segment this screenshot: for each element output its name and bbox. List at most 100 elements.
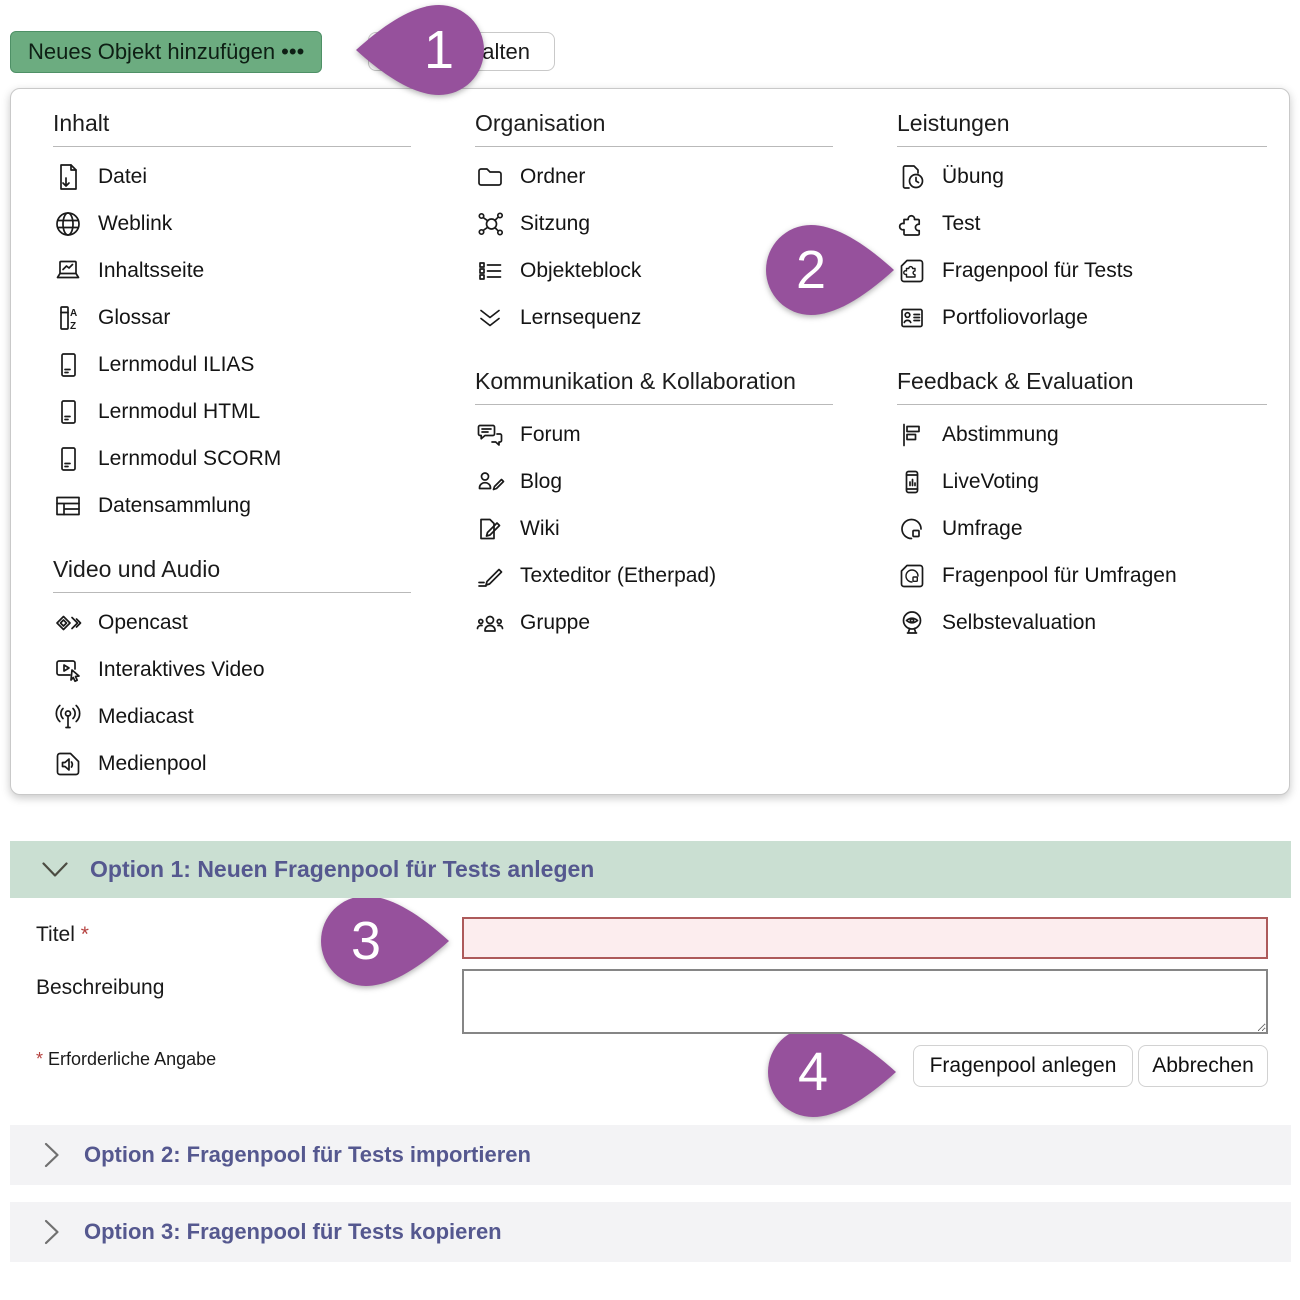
titel-input[interactable] [462, 917, 1268, 959]
menu-item-lernsequenz[interactable]: Lernsequenz [475, 294, 833, 341]
section-title-kommunikation: Kommunikation & Kollaboration [475, 368, 796, 394]
menu-item-umfrage[interactable]: Umfrage [897, 505, 1267, 552]
option1-accordion-header[interactable]: Option 1: Neuen Fragenpool für Tests anl… [10, 841, 1291, 898]
option2-title: Option 2: Fragenpool für Tests importier… [84, 1142, 531, 1167]
menu-item-wiki[interactable]: Wiki [475, 505, 833, 552]
forum-icon [475, 420, 505, 450]
fragenpool-anlegen-button[interactable]: Fragenpool anlegen [913, 1045, 1133, 1087]
option1-title: Option 1: Neuen Fragenpool für Tests anl… [90, 856, 595, 882]
lernsequenz-icon [475, 303, 505, 333]
menu-item-test[interactable]: Test [897, 200, 1267, 247]
datei-icon [53, 162, 83, 192]
lernmodul-html-icon [53, 397, 83, 427]
fragenpool-tests-icon [897, 256, 927, 286]
menu-item-datensammlung[interactable]: Datensammlung [53, 482, 411, 529]
fragenpool-umfragen-icon [897, 561, 927, 591]
menu-item-datei[interactable]: Datei [53, 153, 411, 200]
add-new-object-button[interactable]: Neues Objekt hinzufügen ••• [10, 31, 323, 73]
menu-item-lernmodul-html[interactable]: Lernmodul HTML [53, 388, 411, 435]
menu-item-weblink[interactable]: Weblink [53, 200, 411, 247]
required-asterisk: * [36, 1049, 44, 1069]
svg-text:3: 3 [351, 911, 381, 971]
abstimmung-icon [897, 420, 927, 450]
option2-accordion-header[interactable]: Option 2: Fragenpool für Tests importier… [10, 1125, 1291, 1185]
wiki-icon [475, 514, 505, 544]
svg-text:Z: Z [70, 321, 76, 332]
divider [475, 404, 833, 405]
section-title-organisation: Organisation [475, 110, 606, 136]
menu-item-fragenpool-tests[interactable]: Fragenpool für Tests [897, 247, 1267, 294]
portfoliovorlage-icon [897, 303, 927, 333]
menu-item-mediacast[interactable]: Mediacast [53, 693, 411, 740]
divider [53, 592, 411, 593]
menu-item-interaktives-video[interactable]: Interaktives Video [53, 646, 411, 693]
section-title-video-audio: Video und Audio [53, 556, 221, 582]
chevron-right-icon [44, 1142, 60, 1168]
menu-item-forum[interactable]: Forum [475, 411, 833, 458]
abbrechen-button[interactable]: Abbrechen [1138, 1045, 1268, 1087]
beschreibung-label: Beschreibung [36, 976, 165, 999]
divider [897, 146, 1267, 147]
objekteblock-icon [475, 256, 505, 286]
uebung-icon [897, 162, 927, 192]
svg-text:1: 1 [424, 20, 454, 80]
menu-item-gruppe[interactable]: Gruppe [475, 599, 833, 646]
menu-item-opencast[interactable]: Opencast [53, 599, 411, 646]
callout-marker-4: 4 [767, 1026, 899, 1118]
menu-item-medienpool[interactable]: Medienpool [53, 740, 411, 787]
option3-title: Option 3: Fragenpool für Tests kopieren [84, 1219, 502, 1244]
ordner-icon [475, 162, 505, 192]
interaktives-video-icon [53, 655, 83, 685]
lernmodul-ilias-icon [53, 350, 83, 380]
divider [53, 146, 411, 147]
sitzung-icon [475, 209, 505, 239]
opencast-icon [53, 608, 83, 638]
divider [475, 146, 833, 147]
menu-item-portfoliovorlage[interactable]: Portfoliovorlage [897, 294, 1267, 341]
menu-item-lernmodul-scorm[interactable]: Lernmodul SCORM [53, 435, 411, 482]
menu-column-organisation: Organisation Ordner Sitzung Objekteblock… [475, 107, 833, 787]
beschreibung-textarea[interactable] [462, 969, 1268, 1034]
menu-item-texteditor[interactable]: Texteditor (Etherpad) [475, 552, 833, 599]
section-title-inhalt: Inhalt [53, 110, 110, 136]
callout-marker-3: 3 [320, 895, 452, 987]
required-note: * Erforderliche Angabe [36, 1049, 217, 1069]
test-icon [897, 209, 927, 239]
menu-item-ordner[interactable]: Ordner [475, 153, 833, 200]
svg-text:4: 4 [798, 1042, 828, 1102]
weblink-icon [53, 209, 83, 239]
required-asterisk: * [80, 923, 89, 946]
divider [897, 404, 1267, 405]
menu-item-selbstevaluation[interactable]: Selbstevaluation [897, 599, 1267, 646]
lernmodul-scorm-icon [53, 444, 83, 474]
livevoting-icon [897, 467, 927, 497]
svg-text:A: A [70, 308, 77, 319]
gruppe-icon [475, 608, 505, 638]
section-title-feedback: Feedback & Evaluation [897, 368, 1134, 394]
inhaltsseite-icon [53, 256, 83, 286]
selbstevaluation-icon [897, 608, 927, 638]
mediacast-icon [53, 702, 83, 732]
menu-item-sitzung[interactable]: Sitzung [475, 200, 833, 247]
menu-item-lernmodul-ilias[interactable]: Lernmodul ILIAS [53, 341, 411, 388]
callout-marker-2: 2 [765, 224, 897, 316]
blog-icon [475, 467, 505, 497]
section-title-leistungen: Leistungen [897, 110, 1010, 136]
chevron-down-icon [42, 861, 68, 878]
menu-item-livevoting[interactable]: LiveVoting [897, 458, 1267, 505]
texteditor-icon [475, 561, 505, 591]
menu-column-leistungen: Leistungen Übung Test Fragenpool für Tes… [897, 107, 1267, 787]
menu-item-abstimmung[interactable]: Abstimmung [897, 411, 1267, 458]
menu-item-objekteblock[interactable]: Objekteblock [475, 247, 833, 294]
menu-item-blog[interactable]: Blog [475, 458, 833, 505]
menu-item-uebung[interactable]: Übung [897, 153, 1267, 200]
menu-item-fragenpool-umfragen[interactable]: Fragenpool für Umfragen [897, 552, 1267, 599]
option3-accordion-header[interactable]: Option 3: Fragenpool für Tests kopieren [10, 1202, 1291, 1262]
datensammlung-icon [53, 491, 83, 521]
menu-item-inhaltsseite[interactable]: Inhaltsseite [53, 247, 411, 294]
